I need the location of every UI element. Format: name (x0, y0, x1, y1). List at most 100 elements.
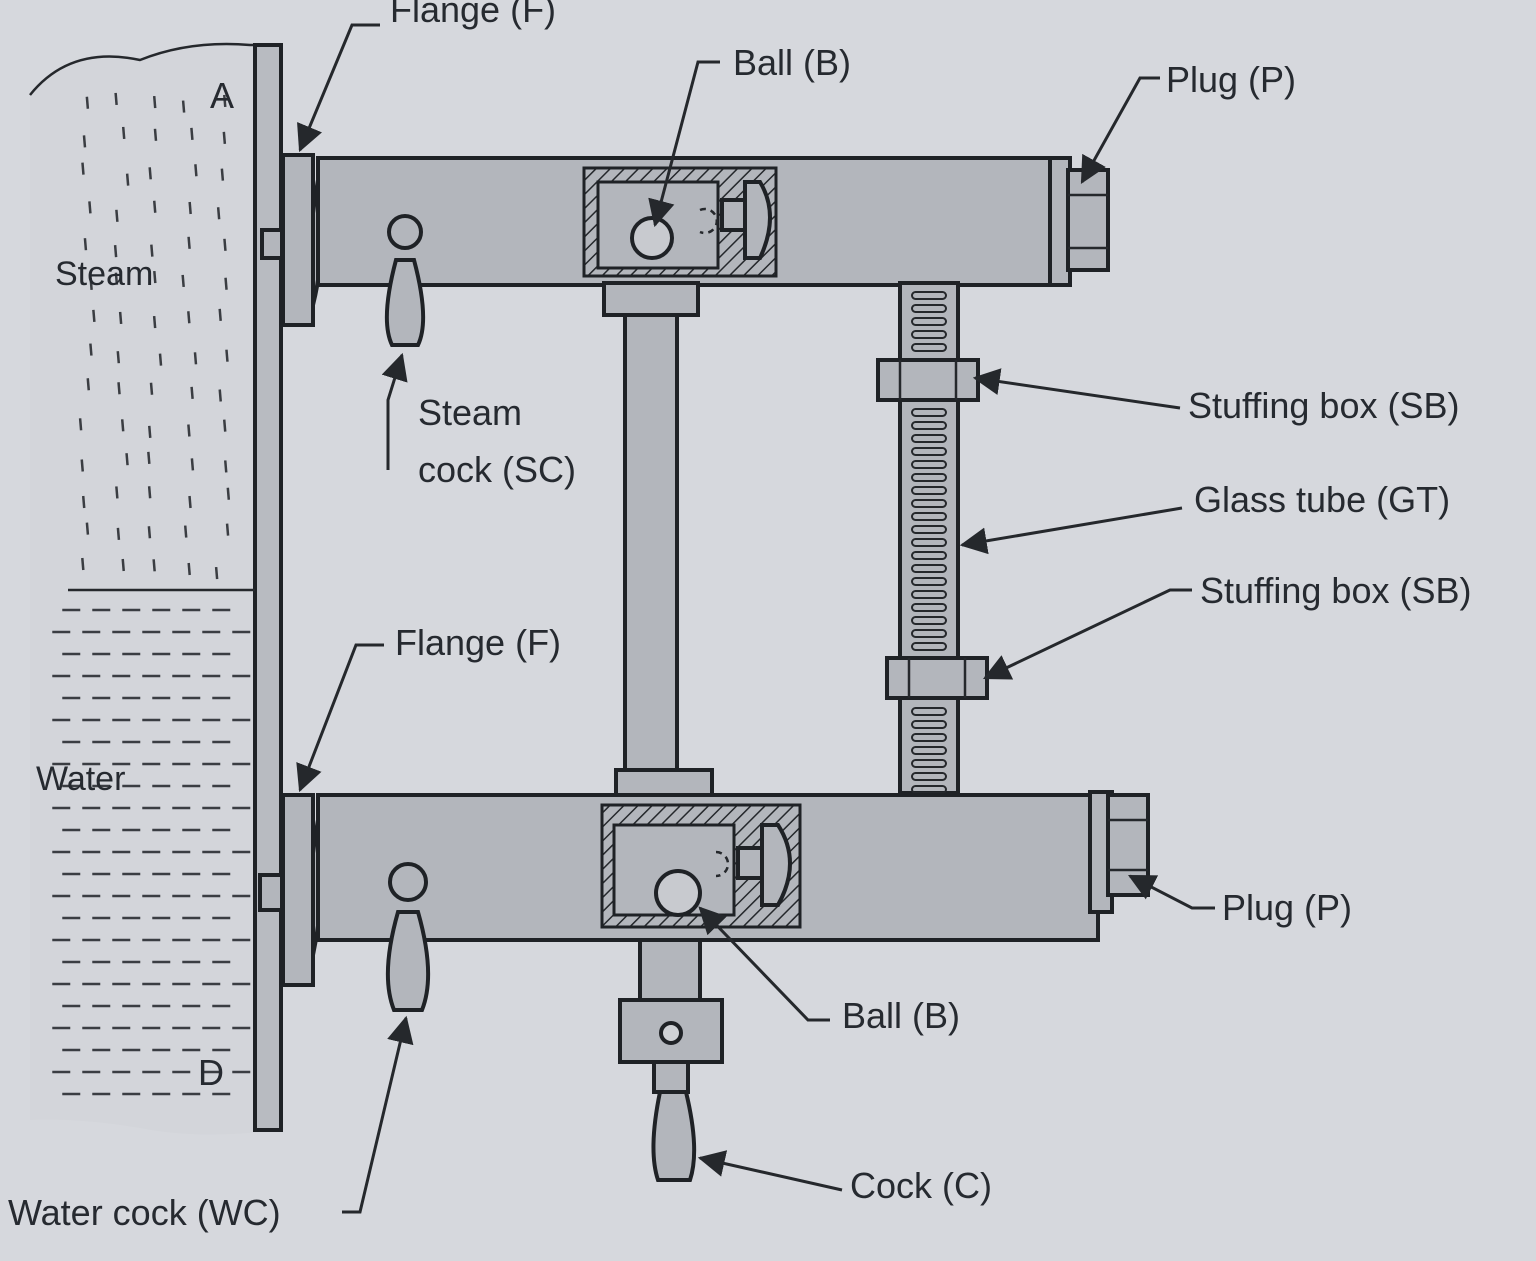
upper-assembly (260, 153, 1110, 347)
steam-tick (223, 238, 227, 251)
upper-flange (281, 153, 315, 327)
glass-tube-assembly (876, 281, 989, 795)
steam-tick (85, 522, 90, 535)
steam-tick (153, 128, 158, 141)
steam-tick (88, 201, 92, 214)
tube-band (911, 707, 947, 716)
tube-band (911, 551, 947, 560)
tube-band (911, 434, 947, 443)
steam-tick (152, 315, 157, 329)
steam-tick (152, 559, 156, 572)
tube-band (911, 629, 947, 638)
steam-tick (187, 311, 191, 324)
steam-tick (187, 236, 191, 249)
water-cock-handle (385, 910, 431, 1012)
water-marks (52, 608, 251, 1096)
steam-tick (78, 418, 83, 431)
steam-tick (190, 458, 195, 471)
lower-ball (654, 869, 702, 917)
steam-tick (149, 382, 154, 395)
label-flange-top: Flange (F) (390, 0, 556, 30)
steam-tick (147, 451, 151, 464)
upper-stuffing-box (876, 358, 980, 402)
tube-band (911, 525, 947, 534)
steam-tick (116, 527, 121, 540)
steam-tick (114, 272, 119, 285)
steam-tick (218, 389, 222, 402)
steam-tick (225, 349, 229, 362)
steam-tick (190, 127, 194, 140)
steam-tick (82, 135, 87, 148)
steam-tick (81, 557, 85, 571)
water-cock-knob (388, 862, 428, 902)
lower-plug (1106, 793, 1150, 897)
label-glass-tube: Glass tube (GT) (1194, 479, 1450, 520)
lower-flange-bolt (258, 873, 284, 912)
steam-tick (188, 201, 192, 215)
steam-tick (147, 526, 152, 539)
tube-band (911, 733, 947, 742)
upper-flange-bolt (260, 228, 284, 260)
labels: Flange (F) Ball (B) Plug (P) A Steam Ste… (8, 0, 1471, 1233)
label-stuffing-box-upper: Stuffing box (SB) (1188, 385, 1459, 426)
steam-tick (222, 131, 227, 144)
steam-tick (153, 270, 157, 284)
steam-tick (190, 386, 194, 399)
steam-tick (222, 419, 227, 432)
steam-tick (193, 352, 198, 365)
steam-tick (121, 126, 126, 140)
steam-tick (83, 238, 88, 251)
steam-tick (214, 566, 219, 580)
steam-tick (223, 94, 227, 108)
steam-tick (120, 419, 125, 432)
tube-band (911, 343, 947, 352)
steam-tick (115, 486, 119, 499)
steam-tick (152, 200, 157, 213)
label-ball-bottom: Ball (B) (842, 995, 960, 1036)
steam-tick (125, 453, 129, 466)
glass-tube-marks (911, 291, 947, 794)
steam-tick (226, 487, 231, 500)
steam-tick (113, 245, 118, 258)
steam-tick (183, 525, 188, 538)
steam-tick (89, 343, 93, 356)
tube-band (911, 616, 947, 625)
steam-tick (225, 523, 230, 536)
label-steam-cock-line1: Steam (418, 392, 522, 433)
steam-tick (86, 378, 91, 391)
tube-band (911, 603, 947, 612)
tube-band (911, 759, 947, 768)
tube-band (911, 538, 947, 547)
tube-band (911, 473, 947, 482)
steam-cock-knob (387, 214, 423, 250)
steam-tick (187, 424, 191, 437)
label-water: Water (36, 760, 125, 798)
boiler-shell (29, 42, 283, 1135)
steam-tick (116, 351, 121, 364)
label-steam: Steam (55, 255, 153, 293)
steam-tick (148, 167, 152, 180)
label-flange-bottom: Flange (F) (395, 622, 561, 663)
steam-tick (181, 100, 186, 113)
lower-flange (281, 793, 315, 987)
steam-tick (117, 382, 121, 395)
label-stuffing-box-lower: Stuffing box (SB) (1200, 570, 1471, 611)
tube-band (911, 577, 947, 586)
label-cock: Cock (C) (850, 1165, 992, 1206)
leader-lines (296, 23, 1215, 1214)
drain-cock-handle (651, 1090, 697, 1182)
label-plug-top: Plug (P) (1166, 59, 1296, 100)
steam-tick (81, 162, 85, 175)
steam-tick (158, 353, 163, 366)
steam-tick (81, 495, 86, 509)
steam-tick (80, 459, 84, 472)
upper-ball (630, 216, 674, 260)
tube-band (911, 564, 947, 573)
tube-band (911, 486, 947, 495)
tube-band (911, 421, 947, 430)
tube-band (911, 291, 947, 300)
label-plug-bottom: Plug (P) (1222, 887, 1352, 928)
steam-tick (125, 173, 130, 186)
tube-band (911, 447, 947, 456)
